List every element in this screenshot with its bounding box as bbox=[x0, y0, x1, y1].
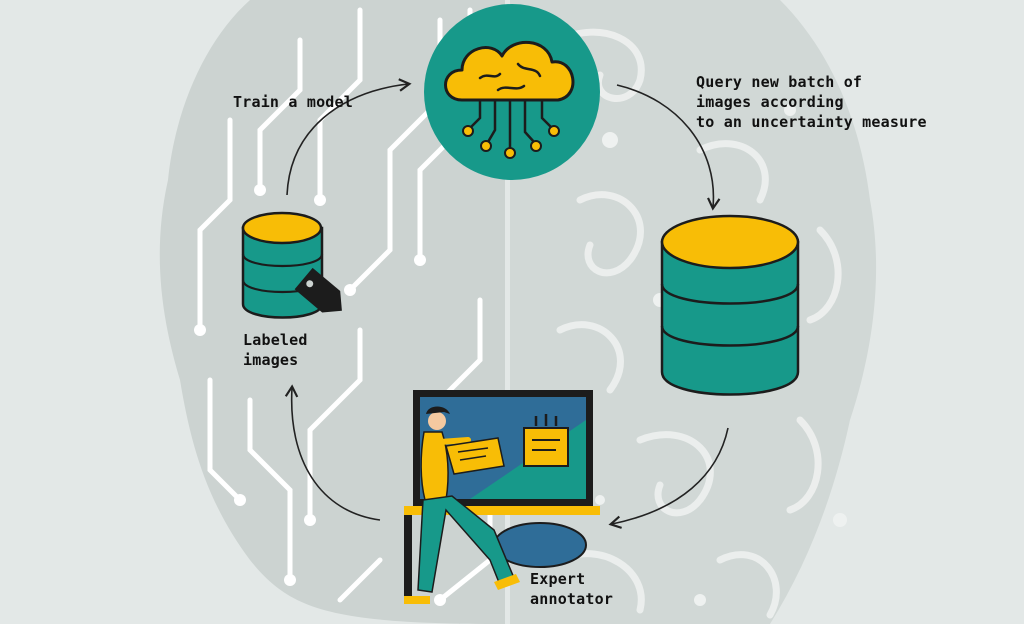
model-node bbox=[424, 4, 600, 180]
person-at-monitor-icon bbox=[404, 390, 600, 604]
arrow-annotator-to-labeled bbox=[284, 384, 381, 521]
train-model-label: Train a model bbox=[233, 93, 353, 111]
clipboard bbox=[445, 437, 505, 475]
expert-line-1: Expert bbox=[530, 570, 586, 588]
query-batch-label: Query new batch of images according to a… bbox=[696, 72, 927, 132]
arrow-model-to-query bbox=[616, 84, 721, 211]
labeled-line-2: images bbox=[243, 351, 299, 369]
query-line-2: images according bbox=[696, 93, 844, 111]
desk bbox=[404, 506, 600, 515]
cycle-arrows bbox=[284, 78, 729, 529]
arrow-db-to-annotator bbox=[608, 427, 729, 529]
labeled-line-1: Labeled bbox=[243, 331, 308, 349]
brain-swirls bbox=[556, 28, 842, 619]
cloud-circuit-icon bbox=[444, 41, 575, 159]
expert-line-2: annotator bbox=[530, 590, 614, 608]
query-line-3: to an uncertainty measure bbox=[696, 113, 927, 131]
expert-annotator-label: Expert annotator bbox=[530, 569, 613, 609]
labeled-images-label: Labeled images bbox=[243, 330, 308, 370]
arrow-train-to-model bbox=[286, 78, 412, 196]
database-icon bbox=[660, 214, 800, 396]
database-tag-icon bbox=[241, 211, 342, 319]
chair bbox=[493, 522, 587, 568]
tag-icon bbox=[294, 267, 342, 313]
query-line-1: Query new batch of bbox=[696, 73, 863, 91]
